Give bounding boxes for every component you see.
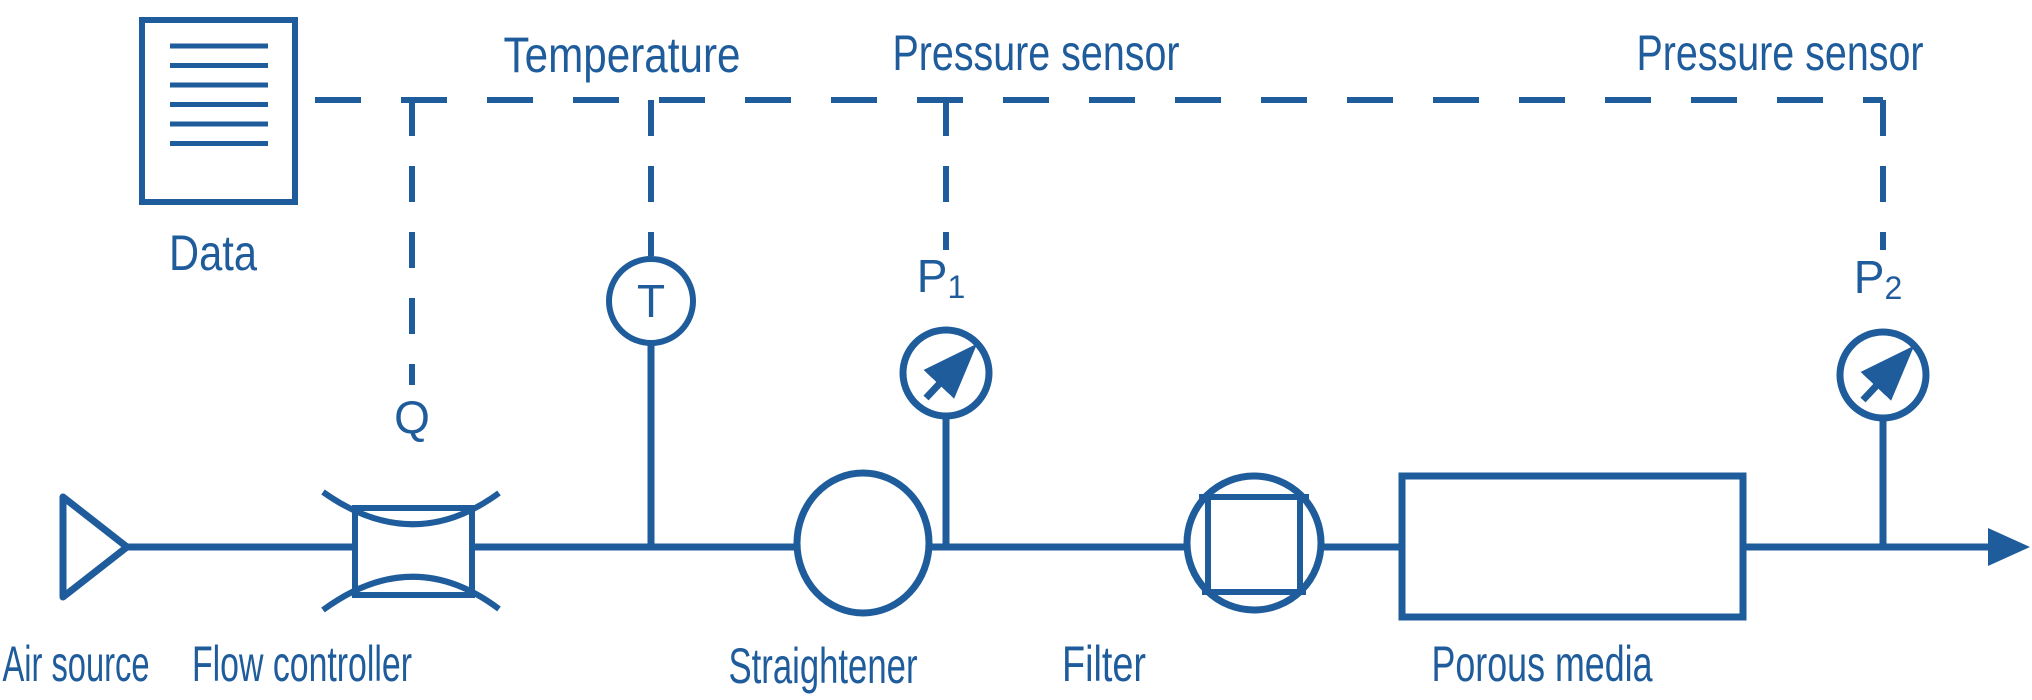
- filter-element-icon: [1199, 494, 1309, 595]
- document-icon: [139, 17, 298, 205]
- pressure-gauge-p1: [899, 326, 993, 547]
- p2-tag-label: P2: [1854, 251, 1902, 306]
- pressure-sensor-1-label: Pressure sensor: [893, 25, 1180, 81]
- flow-controller: Flow controller: [192, 489, 501, 692]
- data-logger: Data: [139, 17, 298, 281]
- q-flow-tag-label: Q: [394, 391, 430, 443]
- filter-label: Filter: [1062, 636, 1146, 692]
- straightener: Straightener: [729, 469, 933, 694]
- p1-tag-label: P1: [917, 250, 965, 305]
- p1-tag-base: P: [917, 250, 948, 302]
- flow-controller-upper-curve-icon: [321, 489, 501, 528]
- air-source-label: Air source: [3, 636, 150, 692]
- p2-tag-base: P: [1854, 251, 1885, 303]
- pressure-sensor-2-label: Pressure sensor: [1637, 25, 1924, 81]
- temperature-probe-letter: T: [637, 275, 665, 327]
- temperature-probe: T: [606, 256, 696, 547]
- porous-media: Porous media: [1398, 472, 1747, 692]
- porous-media-label: Porous media: [1432, 636, 1653, 692]
- document-text-lines-icon: [170, 43, 268, 146]
- filter-circle-icon: [1183, 472, 1325, 614]
- pressure-gauge-p1-dial-icon: [899, 326, 993, 420]
- flow-direction-arrow-icon: [1988, 528, 2030, 566]
- temperature-probe-circle-icon: [606, 256, 696, 346]
- straightener-mesh-icon: [793, 469, 933, 617]
- flow-controller-label: Flow controller: [192, 636, 412, 692]
- temperature-label: Temperature: [504, 27, 741, 83]
- data-label: Data: [169, 225, 257, 281]
- p2-tag-subscript: 2: [1884, 270, 1902, 306]
- pressure-gauge-p2-dial-icon: [1836, 328, 1930, 422]
- p1-tag-subscript: 1: [947, 269, 965, 305]
- filter: Filter: [1062, 472, 1325, 692]
- pressure-gauge-p1-needle-icon: [923, 343, 978, 401]
- air-source-triangle-icon: [59, 493, 131, 601]
- straightener-label: Straightener: [729, 638, 918, 694]
- air-source: Air source: [3, 493, 150, 692]
- pressure-gauge-p2-needle-icon: [1860, 345, 1915, 403]
- signal-bus: [315, 97, 1886, 385]
- flow-controller-body-icon: [352, 505, 475, 598]
- pressure-gauge-p2: [1836, 328, 1930, 547]
- flow-controller-lower-curve-icon: [321, 573, 501, 613]
- porous-media-sample-icon: [1398, 472, 1747, 621]
